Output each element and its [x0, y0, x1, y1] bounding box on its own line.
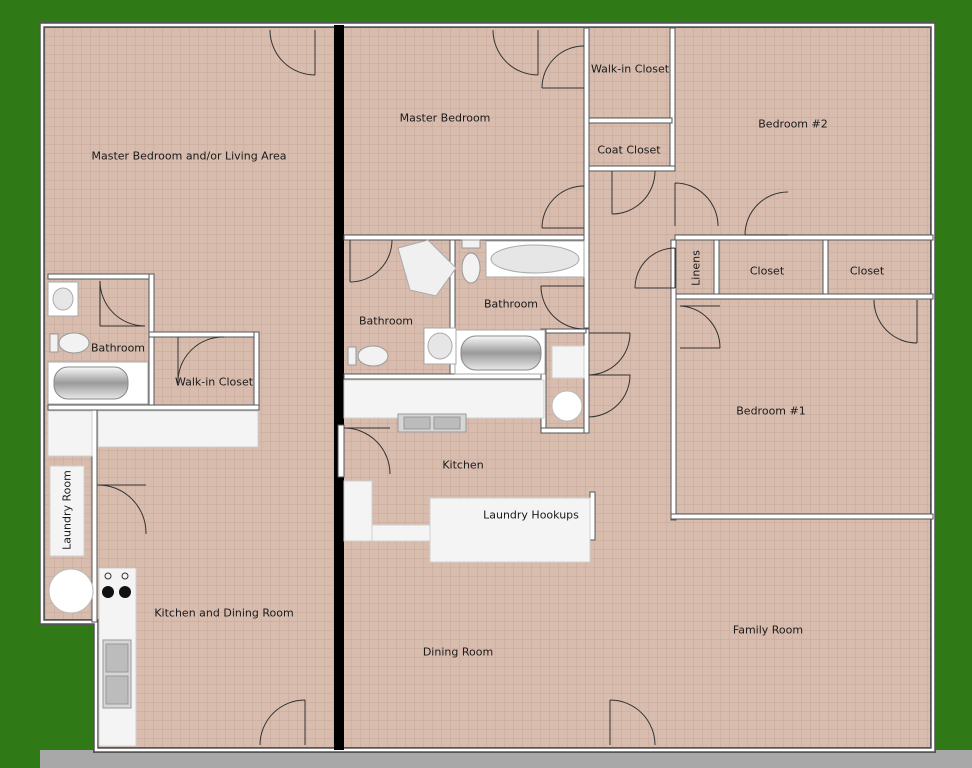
- porch: [40, 750, 972, 768]
- toilets: [49, 239, 481, 367]
- water-heater-right: [551, 390, 583, 422]
- unit-divider-wall: [334, 25, 344, 750]
- sink-fixtures: [102, 413, 467, 709]
- exterior-wall-inner: [40, 23, 935, 752]
- interior-walls: [47, 27, 934, 623]
- water-heater: [48, 568, 94, 614]
- bathtubs: [47, 329, 546, 405]
- divider-window: [337, 424, 345, 478]
- bathroom-sinks: [47, 239, 585, 365]
- door-swings: [96, 29, 918, 746]
- stove: [102, 572, 131, 598]
